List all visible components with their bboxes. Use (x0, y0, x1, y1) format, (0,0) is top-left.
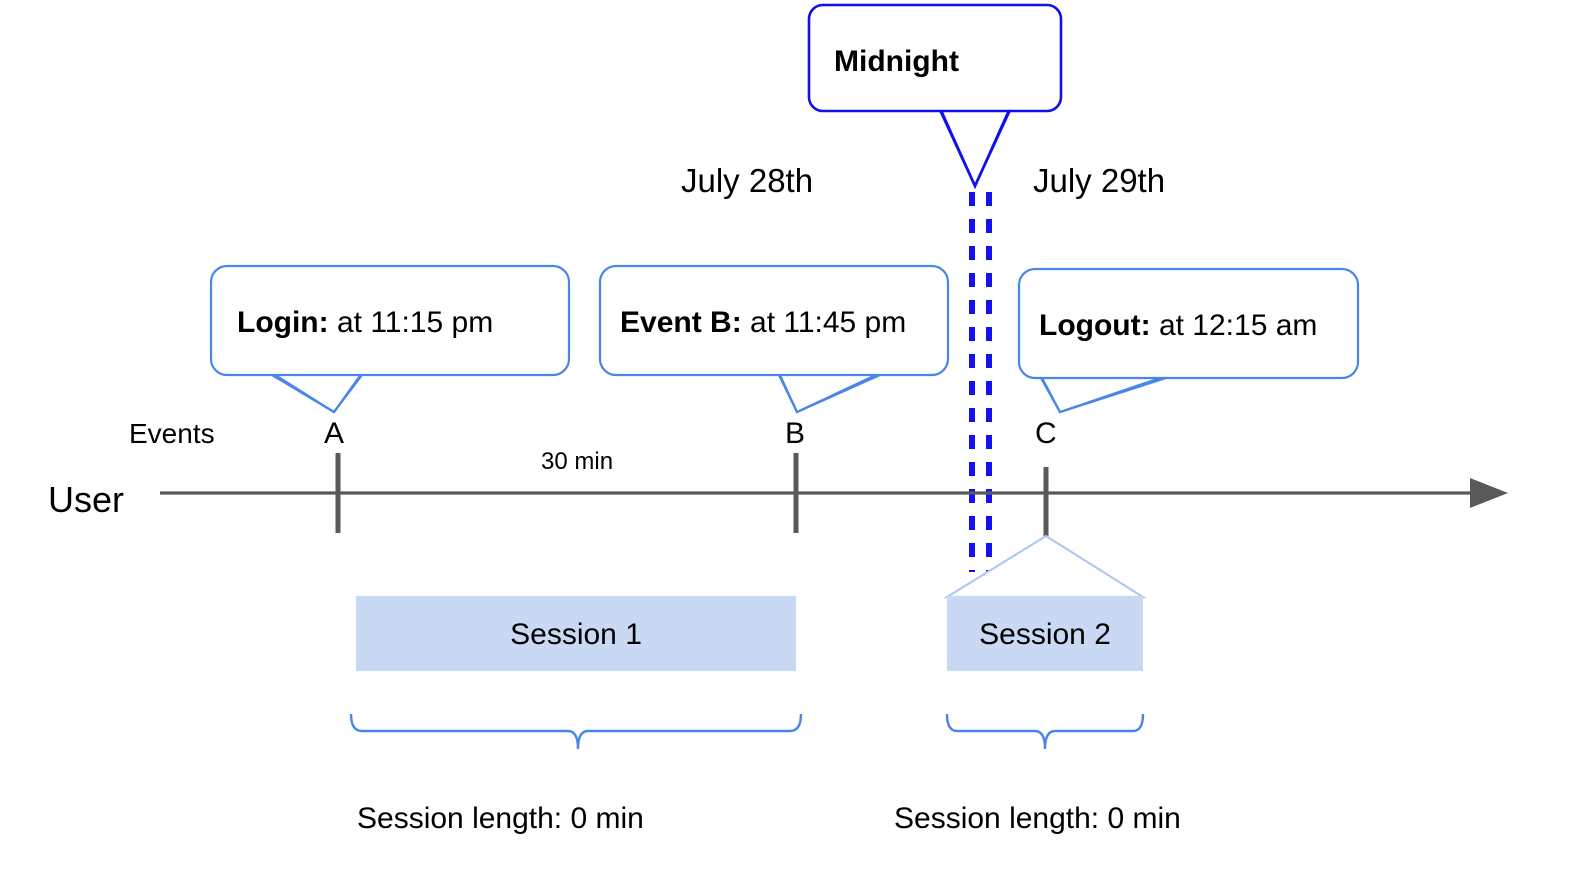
event-callout-login-rest: at 11:15 pm (329, 306, 494, 339)
event-callout-login-bold: Login: (237, 306, 329, 339)
event-callout-logout-text: Logout: at 12:15 am (1039, 309, 1317, 342)
session-1-label: Session 1 (510, 618, 642, 651)
event-callout-event-b-tail-stroke (778, 373, 881, 414)
event-callout-event-b-bold: Event B: (620, 306, 742, 339)
event-callout-login-fill (211, 266, 569, 375)
midnight-divider (969, 192, 992, 572)
event-callout-event-b-border (598, 264, 950, 377)
duration-label-30-min: 30 min (541, 448, 613, 475)
event-callout-event-b-text: Event B: at 11:45 pm (620, 306, 906, 339)
session-1-length-label: Session length: 0 min (357, 802, 644, 835)
session-2-tail (943, 534, 1147, 599)
date-label-july-28th: July 28th (681, 162, 813, 199)
event-marker-label-c: C (1035, 417, 1057, 450)
event-callout-logout-fill (1019, 269, 1358, 378)
session-2-rect (947, 596, 1143, 671)
event-callout-login-tail-stroke (271, 374, 363, 414)
event-callout-logout-bold: Logout: (1039, 309, 1151, 342)
midnight-callout-border (807, 3, 1063, 113)
event-callout-event-b[interactable]: Event B: at 11:45 pm (598, 264, 950, 414)
midnight-callout-fill (809, 5, 1061, 111)
session-2-length-label: Session length: 0 min (894, 802, 1181, 835)
event-callout-login-text: Login: at 11:15 pm (237, 306, 493, 339)
lane-label-user: User (48, 479, 124, 520)
timeline-arrow-icon (1470, 478, 1508, 508)
event-callout-logout-tail (1039, 374, 1167, 414)
event-callout-logout-tail-stroke (1040, 376, 1167, 414)
session-2-label: Session 2 (979, 618, 1111, 651)
event-callout-login[interactable]: Login: at 11:15 pm (209, 264, 571, 414)
session-1-brace (349, 713, 803, 750)
midnight-callout-tail (937, 106, 1013, 190)
session-box-session-2[interactable]: Session 2 (947, 596, 1143, 671)
event-callout-logout-rest: at 12:15 am (1151, 309, 1318, 342)
event-marker-label-b: B (785, 417, 805, 450)
timeline-axis (160, 453, 1508, 538)
event-callout-event-b-rest: at 11:45 pm (742, 306, 907, 339)
midnight-callout-label: Midnight (834, 45, 959, 78)
midnight-callout-tail-stroke (938, 109, 1012, 190)
midnight-callout[interactable]: Midnight (807, 3, 1063, 190)
date-label-july-29th: July 29th (1033, 162, 1165, 199)
event-callout-logout[interactable]: Logout: at 12:15 am (1017, 267, 1360, 414)
session-box-session-1[interactable]: Session 1 (356, 596, 796, 671)
event-callout-login-border (209, 264, 571, 377)
event-callout-logout-border (1017, 267, 1360, 380)
event-marker-label-a: A (324, 417, 344, 450)
event-callout-event-b-fill (600, 266, 948, 375)
session-1-rect (356, 596, 796, 671)
lane-label-events: Events (129, 418, 215, 449)
session-2-brace (945, 713, 1145, 750)
